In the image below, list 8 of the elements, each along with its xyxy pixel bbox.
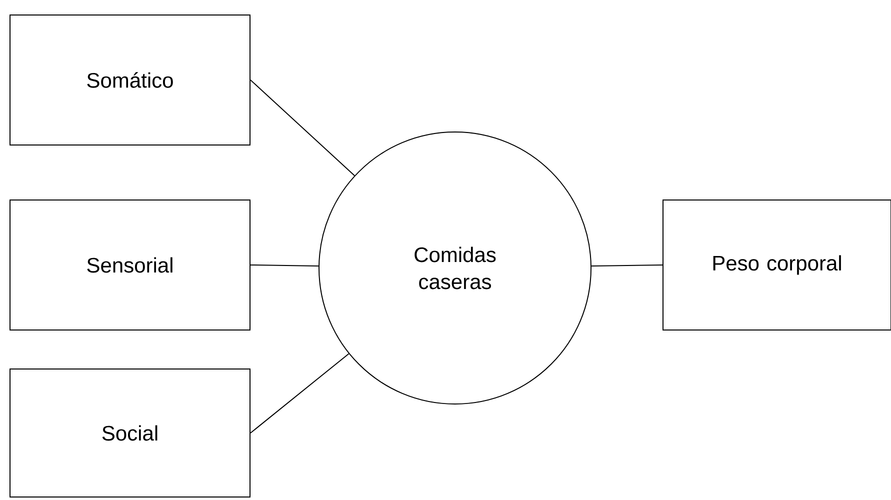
connector-line: [250, 353, 350, 434]
process-box: Sensorial: [10, 200, 250, 330]
process-box: Social: [10, 368, 250, 498]
connector-line: [250, 80, 356, 176]
connector-line: [590, 264, 663, 267]
process-box: Somático: [10, 14, 250, 146]
connector-line: [250, 264, 320, 266]
process-box: Peso corporal: [662, 200, 891, 330]
